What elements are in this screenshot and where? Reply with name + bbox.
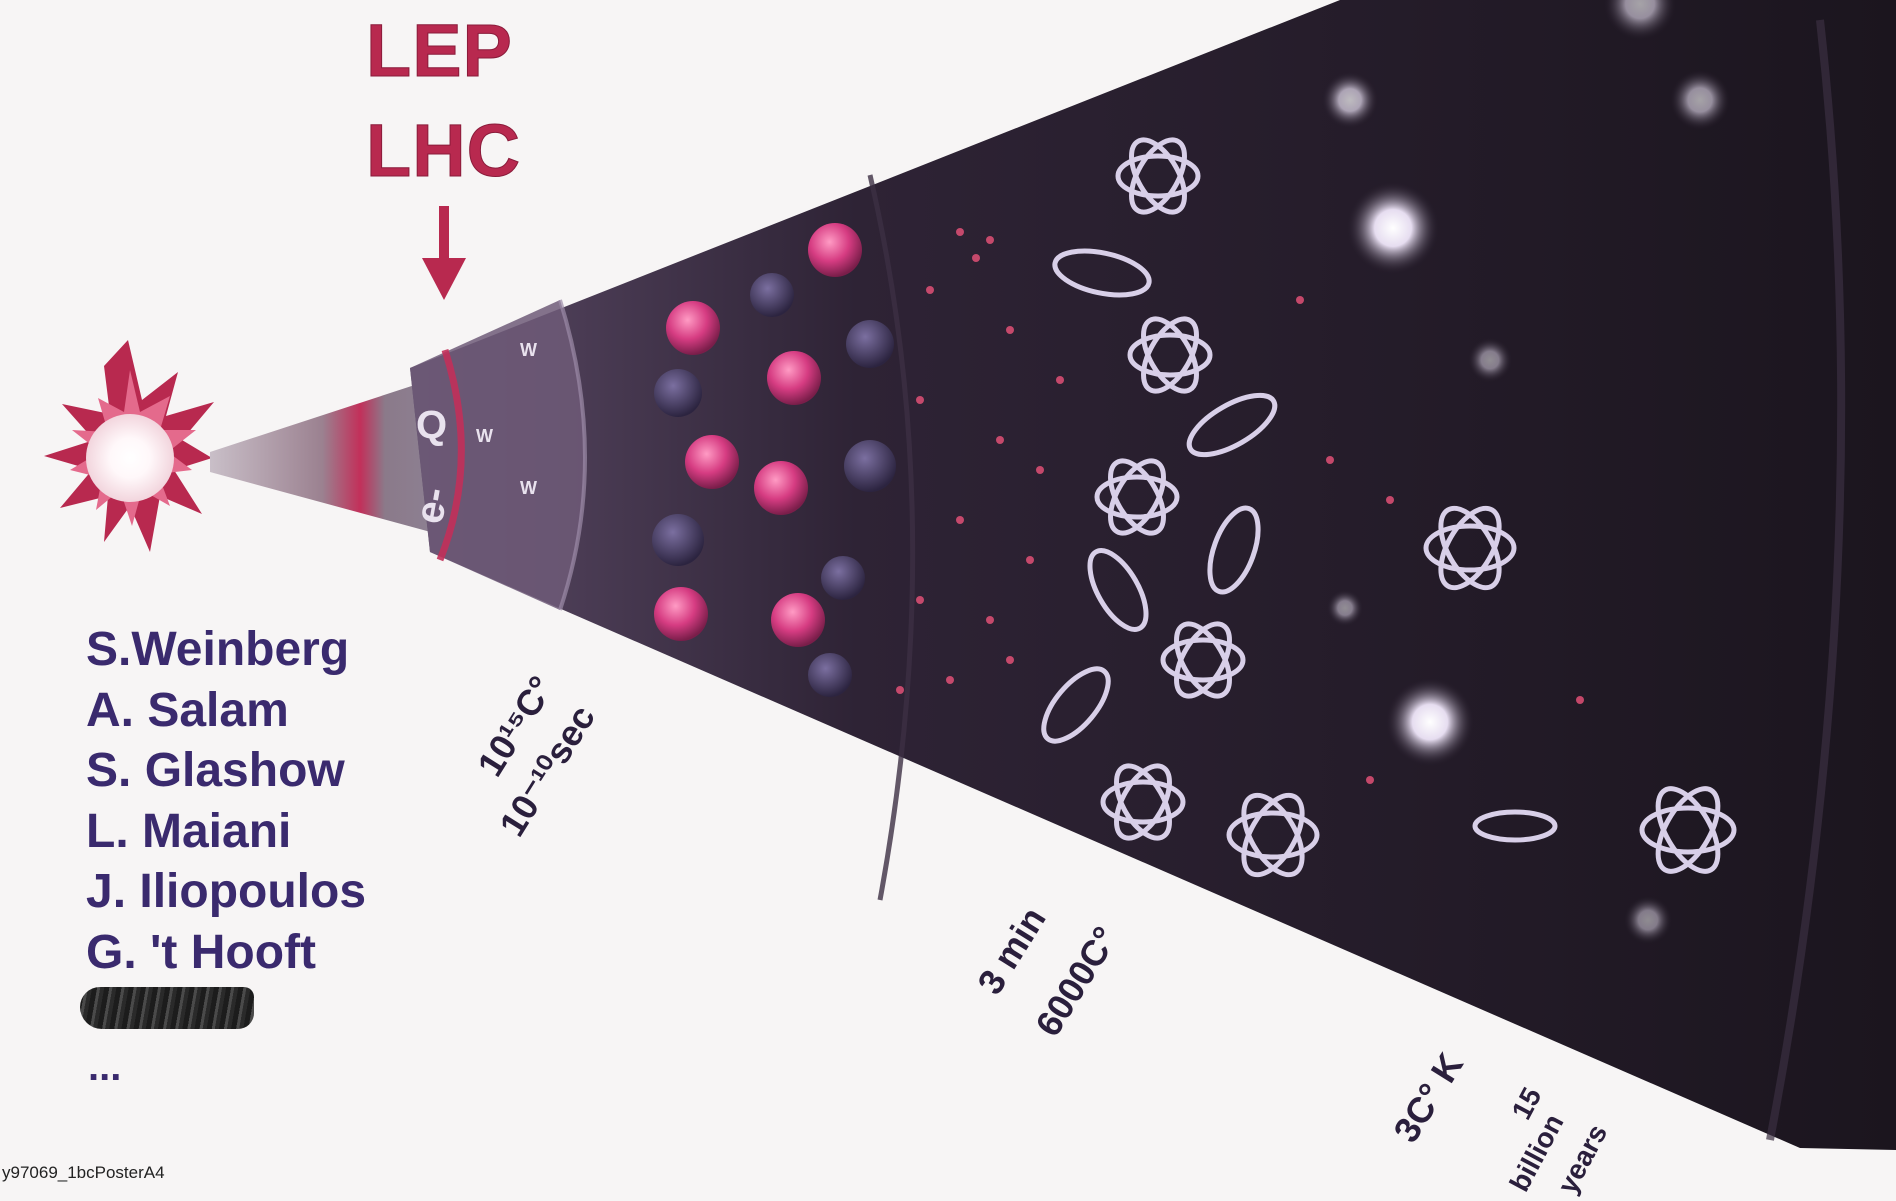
universe-expansion-cone [410, 0, 1896, 1150]
neutron [821, 556, 865, 600]
neutron [846, 320, 894, 368]
neutron [654, 369, 702, 417]
proton [808, 223, 862, 277]
proton [767, 351, 821, 405]
quark-label: Q [416, 403, 447, 447]
down-arrow-icon [420, 206, 468, 302]
proton [771, 593, 825, 647]
proton [666, 301, 720, 355]
accelerator-label-lep: LEP [366, 8, 513, 93]
galaxy [1322, 72, 1378, 128]
proton [685, 435, 739, 489]
physicist-name: S.Weinberg [86, 620, 366, 681]
w-boson-label: W [520, 340, 537, 360]
galaxy [1468, 338, 1512, 382]
accelerator-label-lhc: LHC [366, 108, 521, 193]
neutron [808, 653, 852, 697]
proton [754, 461, 808, 515]
neutron [750, 273, 794, 317]
physicists-list: S.Weinberg A. Salam S. Glashow L. Maiani… [86, 620, 366, 983]
neutron [652, 514, 704, 566]
big-bang-starburst [44, 340, 214, 552]
electron-label: e- [407, 484, 457, 527]
neutron [844, 440, 896, 492]
quark-epoch-region [410, 300, 585, 610]
galaxy [1386, 678, 1474, 766]
w-boson-label: W [476, 426, 493, 446]
physicist-name: A. Salam [86, 681, 366, 742]
galaxy [1347, 182, 1439, 274]
galaxy [1670, 70, 1730, 130]
physicist-name: J. Iliopoulos [86, 862, 366, 923]
galaxy [1327, 590, 1363, 626]
physicist-name: S. Glashow [86, 741, 366, 802]
proton [654, 587, 708, 641]
w-boson-label: W [520, 478, 537, 498]
redacted-name-scribble [80, 987, 254, 1029]
ellipsis: ... [88, 1045, 121, 1090]
footnote-file-id: y97069_1bcPosterA4 [2, 1163, 165, 1183]
physicist-name: L. Maiani [86, 802, 366, 863]
galaxy [1624, 896, 1672, 944]
physicist-name: G. 't Hooft [86, 923, 366, 984]
